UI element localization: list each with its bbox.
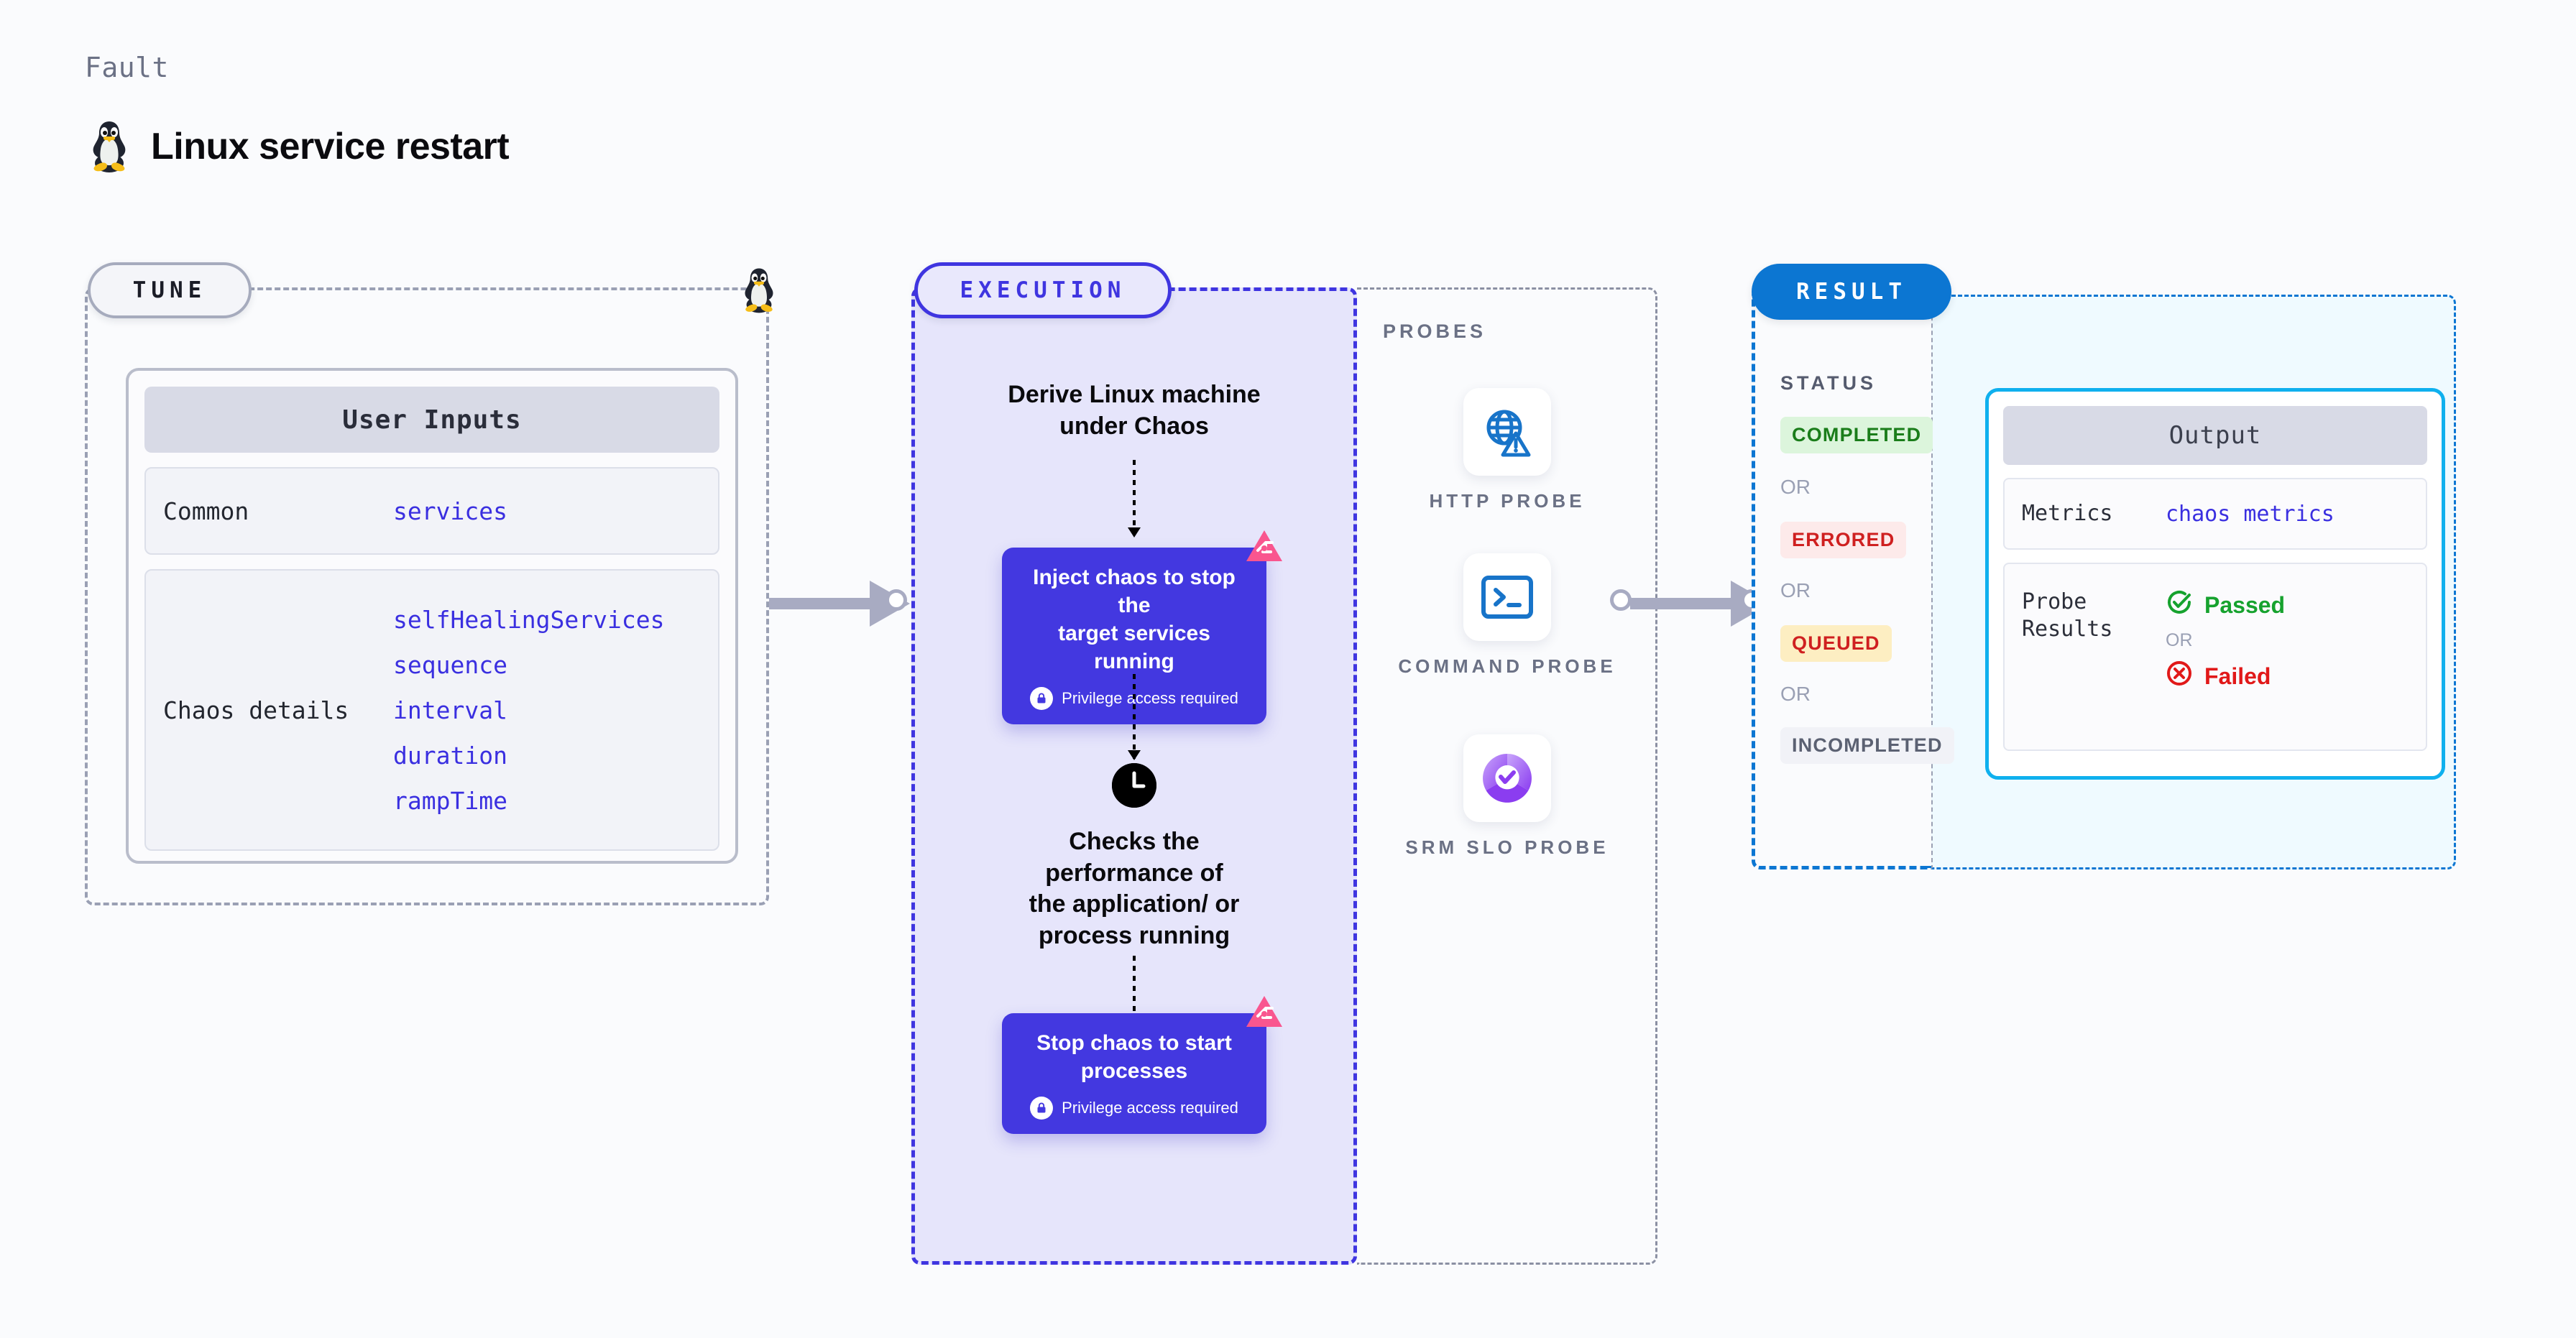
- linux-penguin-icon: [86, 119, 132, 175]
- terminal-prompt-icon: [1463, 553, 1551, 641]
- input-param-ramptime[interactable]: rampTime: [393, 786, 507, 815]
- output-header: Output: [2003, 406, 2427, 465]
- status-or-2: OR: [1780, 579, 1811, 601]
- execution-pill-label[interactable]: EXECUTION: [914, 262, 1172, 318]
- status-badge-errored: ERRORED: [1780, 522, 1907, 558]
- row-label-chaos-details: Chaos details: [163, 696, 349, 724]
- card-subtitle-row: Privilege access required: [1019, 1097, 1249, 1120]
- tune-section-boundary: [85, 287, 769, 905]
- output-card: Output Metrics chaos metrics Probe Resul…: [1985, 388, 2445, 780]
- probe-tile-command[interactable]: COMMAND PROBE: [1357, 553, 1657, 679]
- input-param-duration[interactable]: duration: [393, 741, 507, 770]
- lock-icon: [1030, 687, 1054, 710]
- probe-tile-http[interactable]: HTTP PROBE: [1357, 388, 1657, 514]
- connector-shaft: [769, 598, 877, 609]
- probes-section-label: PROBES: [1383, 320, 1487, 342]
- connector-node-execution-in: [886, 589, 907, 611]
- status-or-1: OR: [1780, 476, 1811, 498]
- page-title: Linux service restart: [151, 126, 510, 167]
- linux-penguin-icon: [739, 266, 779, 315]
- status-badge-queued: QUEUED: [1780, 625, 1892, 662]
- row-values-common: services: [393, 497, 507, 525]
- user-inputs-row-chaos-details: Chaos details selfHealingServices sequen…: [144, 569, 719, 851]
- probe-result-or: OR: [2166, 630, 2193, 650]
- result-pill-label[interactable]: RESULT: [1752, 264, 1951, 320]
- row-values-chaos-details: selfHealingServices sequence interval du…: [393, 606, 665, 815]
- result-section-boundary: [1752, 287, 1931, 869]
- status-label: STATUS: [1780, 372, 1877, 394]
- execution-arrow-1: [1128, 460, 1141, 537]
- probe-tile-srm-slo[interactable]: SRM SLO PROBE: [1357, 734, 1657, 860]
- row-label-common: Common: [163, 497, 249, 525]
- check-circle-icon: [2166, 589, 2193, 622]
- probe-result-passed: Passed: [2166, 589, 2285, 622]
- user-inputs-card: User Inputs Common services Chaos detail…: [126, 368, 738, 864]
- tune-pill-label[interactable]: TUNE: [88, 262, 252, 318]
- card-subtitle: Privilege access required: [1062, 1099, 1238, 1117]
- output-label-probe-results: Probe Results: [2022, 589, 2113, 642]
- card-title: Stop chaos to start processes: [1036, 1031, 1232, 1083]
- x-circle-icon: [2166, 660, 2193, 693]
- user-inputs-header: User Inputs: [144, 387, 719, 453]
- page-title-row: Linux service restart: [86, 119, 510, 175]
- user-inputs-row-common: Common services: [144, 467, 719, 555]
- probe-result-failed-label: Failed: [2204, 663, 2271, 689]
- status-badge-completed: COMPLETED: [1780, 417, 1933, 453]
- card-title: Inject chaos to stop the target services…: [1033, 566, 1236, 673]
- input-param-sequence[interactable]: sequence: [393, 650, 507, 679]
- output-row-probe-results: Probe Results Passed OR: [2003, 563, 2427, 751]
- input-param-services[interactable]: services: [393, 497, 507, 525]
- output-label-metrics: Metrics: [2022, 501, 2113, 527]
- output-row-metrics: Metrics chaos metrics: [2003, 478, 2427, 550]
- clock-icon: [1112, 763, 1156, 808]
- connector-node-probes-out: [1610, 589, 1632, 611]
- globe-warning-icon: [1463, 388, 1551, 476]
- lock-icon: [1030, 1097, 1054, 1120]
- probe-results-stack: Passed OR Failed: [2166, 589, 2285, 693]
- status-or-3: OR: [1780, 683, 1811, 705]
- output-value-metrics[interactable]: chaos metrics: [2166, 501, 2334, 527]
- probe-caption: COMMAND PROBE: [1398, 655, 1616, 677]
- execution-card-stop-chaos[interactable]: Stop chaos to start processes Privilege …: [1002, 996, 1282, 1134]
- probe-caption: SRM SLO PROBE: [1405, 836, 1609, 858]
- card-subtitle: Privilege access required: [1062, 689, 1238, 707]
- card-subtitle-row: Privilege access required: [1019, 687, 1249, 710]
- probe-caption: HTTP PROBE: [1429, 490, 1586, 512]
- execution-step-checks-title: Checks the performance of the applicatio…: [1029, 828, 1240, 949]
- execution-step-derive-title: Derive Linux machine under Chaos: [1008, 381, 1261, 440]
- input-param-interval[interactable]: interval: [393, 696, 507, 724]
- probe-result-failed: Failed: [2166, 660, 2285, 693]
- input-param-selfhealingservices[interactable]: selfHealingServices: [393, 605, 665, 634]
- execution-arrow-2: [1128, 674, 1141, 760]
- probe-result-passed-label: Passed: [2204, 591, 2286, 618]
- harness-chaos-logo-icon: [1243, 993, 1285, 1035]
- status-badge-incompleted: INCOMPLETED: [1780, 727, 1954, 764]
- harness-chaos-logo-icon: [1243, 527, 1285, 569]
- page-kicker: Fault: [85, 52, 169, 83]
- slo-donut-check-icon: [1463, 734, 1551, 822]
- connector-shaft: [1630, 598, 1738, 609]
